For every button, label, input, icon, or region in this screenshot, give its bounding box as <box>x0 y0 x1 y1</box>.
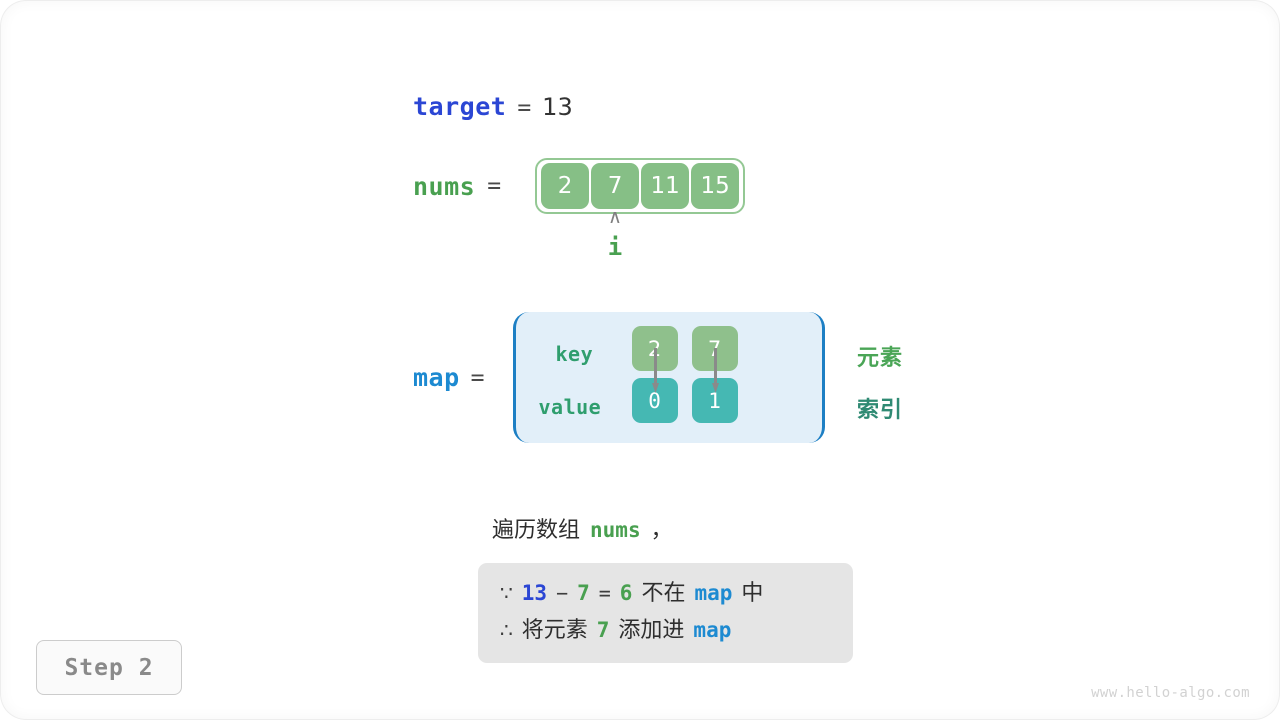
target-variable-row: target = 13 <box>413 92 573 121</box>
note-minus-operator: − <box>556 581 569 605</box>
map-key-row-label: key <box>555 342 594 366</box>
array-cell: 15 <box>691 163 740 209</box>
note-line-because: ∵ 13 − 7 = 6 不在 map 中 <box>478 575 853 612</box>
pointer-label-i: i <box>607 233 623 261</box>
watermark: www.hello-algo.com <box>1091 685 1250 701</box>
caption-line: 遍历数组 nums ， <box>492 512 673 544</box>
step-badge: Step 2 <box>36 640 182 695</box>
target-equals-sign: = <box>517 95 532 121</box>
map-value-cell: 0 <box>631 378 678 423</box>
array-cell: 7 <box>591 163 640 209</box>
nums-array: 2 7 11 15 <box>535 158 746 214</box>
target-value: 13 <box>542 93 573 121</box>
note-complement-value: 6 <box>619 581 633 605</box>
therefore-symbol-icon: ∴ <box>500 618 513 642</box>
array-cell: 2 <box>541 163 590 209</box>
map-entry-column: 2 0 <box>631 326 678 423</box>
map-container: key value 2 0 7 1 <box>512 312 825 443</box>
map-value-row-label: value <box>538 395 602 419</box>
map-equals-sign: = <box>470 364 485 391</box>
explanation-note-box: ∵ 13 − 7 = 6 不在 map 中 ∴ 将元素 7 添加进 map <box>478 563 853 663</box>
nums-equals-sign: = <box>487 173 502 199</box>
map-variable-row: map = key value 2 0 7 1 <box>413 312 825 443</box>
note-text-in: 中 <box>741 581 764 606</box>
note-text-add-element: 将元素 <box>521 618 588 643</box>
because-symbol-icon: ∵ <box>500 581 513 605</box>
nums-variable-row: nums = 2 7 11 15 <box>413 158 746 214</box>
note-current-element: 7 <box>577 581 590 605</box>
note-text-add-into: 添加进 <box>618 618 685 643</box>
note-line-therefore: ∴ 将元素 7 添加进 map <box>478 612 853 649</box>
side-label-element: 元素 <box>857 346 904 371</box>
caption-code-nums: nums <box>590 518 641 542</box>
note-text-not-in: 不在 <box>641 581 686 606</box>
index-pointer-group: ∧ i <box>590 206 640 261</box>
caption-suffix: ， <box>650 518 673 543</box>
map-key-cell: 2 <box>631 326 678 371</box>
map-value-cell: 1 <box>691 378 738 423</box>
note-target-value: 13 <box>521 581 548 605</box>
map-entry-column: 7 1 <box>691 326 738 423</box>
map-key-cell: 7 <box>691 326 738 371</box>
pointer-caret-icon: ∧ <box>608 206 622 228</box>
map-variable-name: map <box>413 363 460 392</box>
target-variable-name: target <box>413 92 507 121</box>
note-added-element: 7 <box>596 618 610 642</box>
array-cell: 11 <box>641 163 690 209</box>
note-map-reference: map <box>694 581 733 605</box>
note-map-reference: map <box>693 618 732 642</box>
caption-prefix: 遍历数组 <box>492 518 581 543</box>
map-grid: key value 2 0 7 1 <box>516 312 822 443</box>
side-label-index: 索引 <box>857 398 904 423</box>
nums-variable-name: nums <box>413 171 476 201</box>
note-equals-operator: = <box>598 581 611 605</box>
